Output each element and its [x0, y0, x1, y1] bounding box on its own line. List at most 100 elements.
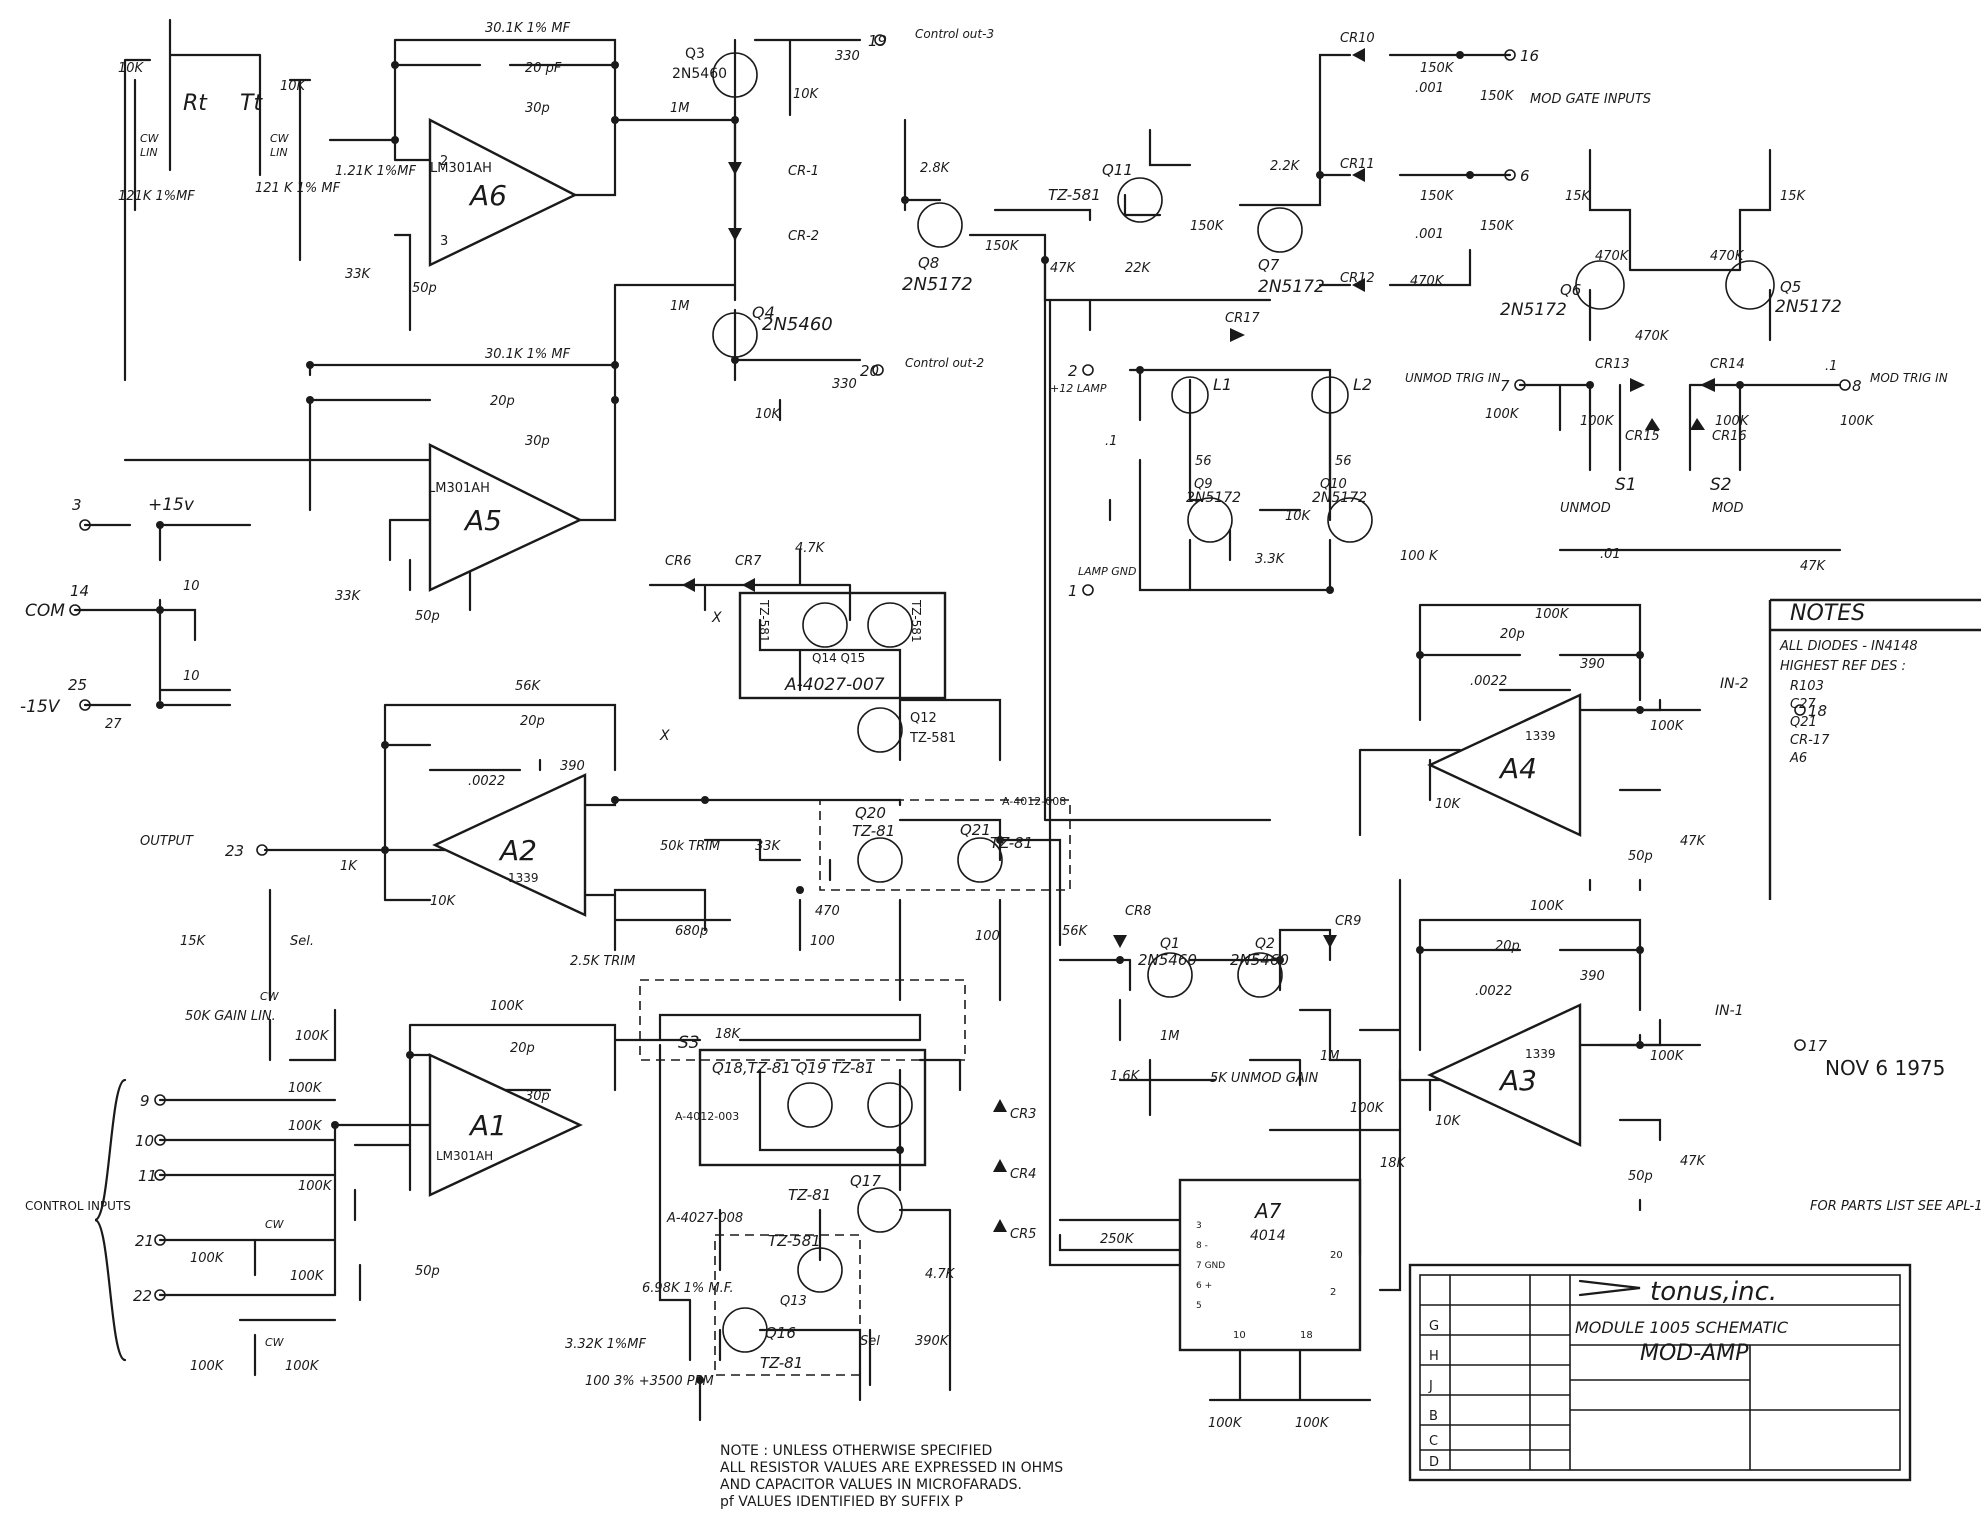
- notes-line-2: HIGHEST REF DES :: [1780, 659, 1906, 674]
- q7-part: 2N5172: [1258, 277, 1325, 297]
- opamp-a4: A4 1339: [1427, 693, 1582, 837]
- c8-value: 30p: [525, 1089, 550, 1104]
- lamps: L1 L2: [1171, 375, 1372, 414]
- r30-value: 100K: [190, 1359, 225, 1374]
- cr9-label: CR9: [1335, 914, 1361, 929]
- r13-value: 30.1K 1% MF: [485, 347, 571, 362]
- r90-value: 470K: [1710, 249, 1745, 264]
- general-note-line-2: ALL RESISTOR VALUES ARE EXPRESSED IN OHM…: [720, 1460, 1063, 1476]
- q20-label: Q20: [855, 804, 886, 822]
- r56-value: 56K: [1062, 924, 1089, 939]
- ic-ref: A7: [1253, 1199, 1282, 1223]
- r69-value: 10K: [1435, 1114, 1462, 1129]
- drawing-date: NOV 6 1975: [1825, 1056, 1945, 1080]
- pair-right-part: TZ-581: [909, 599, 923, 643]
- cw-label-4: CW: [265, 1218, 285, 1231]
- q16-part: TZ-81: [760, 1354, 803, 1372]
- q5-part: 2N5172: [1775, 297, 1842, 317]
- r89-value: 470K: [1595, 249, 1630, 264]
- module-number: A-4012-003: [675, 1110, 739, 1123]
- q21-label: Q21: [960, 821, 991, 839]
- r61-value: 1M: [1320, 1049, 1340, 1064]
- r37-value: 6.98K 1% M.F.: [642, 1281, 734, 1296]
- q13-label: Q13: [780, 1294, 807, 1309]
- junction-dots: [156, 51, 1744, 1384]
- r94-value: 100K: [1715, 414, 1750, 429]
- r12-value: 121K 1%MF: [118, 189, 195, 204]
- pin-17-number: 17: [1808, 1037, 1828, 1055]
- c17-value: .0022: [1475, 984, 1512, 999]
- ic-pin-3: 3: [1196, 1221, 1202, 1231]
- pair-refs: Q18,TZ-81 Q19 TZ-81: [712, 1059, 874, 1077]
- pin-3-label: +15v: [148, 495, 195, 515]
- cr6-label: CR6: [665, 554, 691, 569]
- drawing-subtitle: MOD-AMP: [1640, 1341, 1749, 1366]
- r3-value: 1.21K 1%MF: [335, 164, 416, 179]
- cr10-label: CR10: [1340, 31, 1375, 46]
- r73-value: 56: [1195, 454, 1212, 469]
- c14-value: .0022: [1470, 674, 1507, 689]
- r88-value: 470K: [1635, 329, 1670, 344]
- cr1-label: CR-1: [788, 164, 819, 179]
- r72-value: 3.3K: [1255, 552, 1286, 567]
- pin-22-number: 22: [133, 1287, 152, 1305]
- pin-11-number: 11: [138, 1167, 157, 1185]
- q6-part: 2N5172: [1500, 300, 1567, 320]
- q10-part: 2N5172: [1312, 490, 1367, 506]
- cr5-label: CR5: [1010, 1227, 1036, 1242]
- r19-value: 330: [832, 377, 857, 392]
- q3-label: Q3: [685, 46, 705, 62]
- r65-value: 47K: [1680, 834, 1707, 849]
- ic-pin-7: 7 GND: [1196, 1261, 1225, 1271]
- q9-part: 2N5172: [1186, 490, 1241, 506]
- r77-value: 2.8K: [920, 161, 951, 176]
- opamp-part: LM301AH: [428, 481, 490, 496]
- r96-value: 18K: [715, 1027, 742, 1042]
- r46-value: 4.7K: [795, 541, 826, 556]
- c27-value: .001: [1415, 227, 1444, 242]
- r62-value: 100K: [1535, 607, 1570, 622]
- control-inputs-label: CONTROL INPUTS: [25, 1199, 131, 1213]
- pin-23-number: 23: [225, 842, 244, 860]
- pin-19-number: 19: [868, 32, 887, 50]
- tt-label: Tt: [240, 91, 263, 116]
- wiring: [73, 18, 1842, 1422]
- rev-row-g: G: [1429, 1319, 1439, 1334]
- ic-pin-18: 18: [1300, 1330, 1313, 1341]
- c10-value: 20p: [520, 714, 545, 729]
- pin-21-number: 21: [135, 1232, 154, 1250]
- q8-part: 2N5172: [902, 274, 973, 295]
- q1-part: 2N5460: [1138, 951, 1197, 969]
- ic-pin-10: 10: [1233, 1330, 1246, 1341]
- pair-left-part: TZ-581: [757, 599, 771, 643]
- module-q16: A-4027-008: [666, 1211, 861, 1376]
- q20-part: TZ-81: [852, 822, 895, 840]
- company-name: tonus,inc.: [1650, 1277, 1777, 1307]
- r80-value: 22K: [1125, 261, 1152, 276]
- r2-value: 10K: [280, 79, 307, 94]
- module-q14-q15: Q14 Q15 TZ-581 TZ-581 A-4027-007: [738, 591, 947, 700]
- c6-value: 50p: [415, 609, 440, 624]
- cr4-label: CR4: [1010, 1167, 1036, 1182]
- q6-label: Q6: [1560, 281, 1581, 299]
- r29-value: 100K: [190, 1251, 225, 1266]
- opamp-a3: A3 1339: [1427, 1003, 1582, 1147]
- q17-part: TZ-81: [788, 1186, 831, 1204]
- q12-part: TZ-581: [909, 731, 956, 746]
- drawing-title: MODULE 1005 SCHEMATIC: [1575, 1318, 1789, 1337]
- pin-2-number: 2: [1068, 362, 1078, 380]
- r57-value: 250K: [1100, 1232, 1135, 1247]
- cr15-label: CR15: [1625, 429, 1660, 444]
- ic-pin-8: 8 -: [1196, 1241, 1208, 1251]
- q5-label: Q5: [1780, 278, 1801, 296]
- r25-value: 100K: [288, 1119, 323, 1134]
- notes-line-4: C27: [1790, 697, 1816, 712]
- pin-23-label: OUTPUT: [140, 834, 194, 849]
- control-inputs-brace: [94, 1078, 127, 1362]
- cr13-label: CR13: [1595, 357, 1630, 372]
- pin-10-number: 10: [135, 1132, 154, 1150]
- mod-gate-inputs-label: MOD GATE INPUTS: [1530, 92, 1651, 107]
- pin-17-label: IN-1: [1715, 1003, 1744, 1019]
- r67-value: 100K: [1530, 899, 1565, 914]
- q2-part: 2N5460: [1230, 951, 1289, 969]
